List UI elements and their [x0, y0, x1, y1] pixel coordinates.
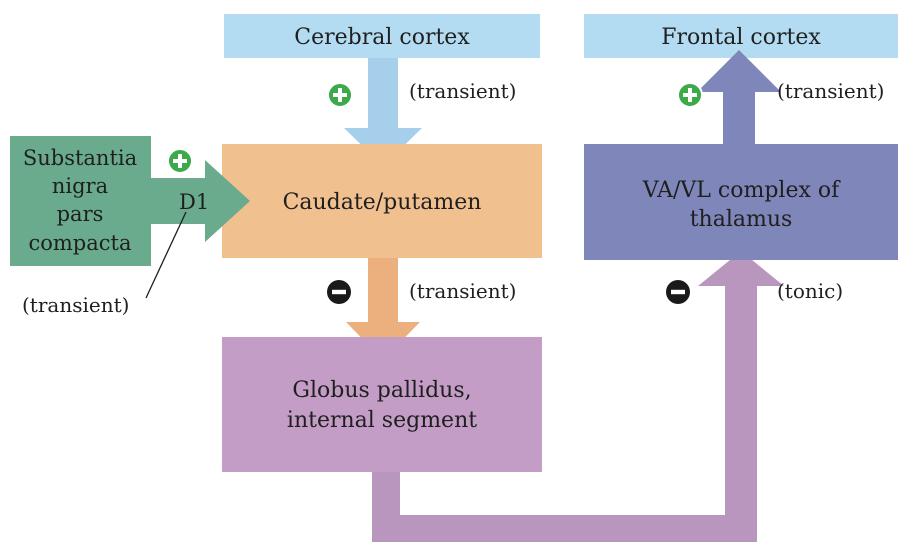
- cortex-to-caudate-arrow: [344, 58, 422, 166]
- thalamus-frontal-transient-label: (transient): [777, 79, 884, 103]
- sn-caudate-transient-label: (transient): [22, 293, 129, 317]
- cerebral-cortex-label: Cerebral cortex: [294, 25, 470, 50]
- caudate-globus-transient-label: (transient): [409, 279, 516, 303]
- plus-circle-icon: [327, 82, 353, 108]
- d1-receptor-label: D1: [179, 190, 209, 214]
- substantia-nigra-line3: pars: [57, 202, 104, 226]
- frontal-cortex-label: Frontal cortex: [661, 25, 821, 50]
- va-vl-label-line2: thalamus: [690, 207, 793, 232]
- minus-circle-icon: [327, 280, 351, 304]
- plus-circle-icon: [167, 148, 193, 174]
- substantia-nigra-box: [10, 136, 151, 266]
- globus-label-line2: internal segment: [287, 408, 477, 433]
- thalamus-to-frontal-arrow: [697, 50, 781, 148]
- caudate-putamen-box: [222, 144, 542, 258]
- globus-pallidus-box: [222, 337, 542, 472]
- sn-to-caudate-arrow: [150, 160, 250, 242]
- substantia-nigra-line2: nigra: [52, 174, 108, 198]
- frontal-cortex-box: [584, 14, 898, 58]
- globus-thalamus-tonic-label: (tonic): [777, 279, 843, 303]
- va-vl-label-line1: VA/VL complex of: [642, 178, 841, 203]
- caudate-to-globus-arrow: [346, 258, 420, 360]
- d1-leader-line: [145, 211, 187, 299]
- cerebral-cortex-box: [224, 14, 540, 58]
- substantia-nigra-line1: Substantia: [23, 146, 137, 170]
- plus-circle-icon: [677, 82, 703, 108]
- minus-circle-icon: [666, 280, 690, 304]
- cortex-caudate-transient-label: (transient): [409, 79, 516, 103]
- caudate-putamen-label: Caudate/putamen: [283, 190, 482, 215]
- globus-label-line1: Globus pallidus,: [292, 378, 471, 403]
- substantia-nigra-line4: compacta: [28, 231, 131, 255]
- va-vl-thalamus-box: [584, 144, 898, 260]
- globus-to-thalamus-arrow: [372, 251, 784, 542]
